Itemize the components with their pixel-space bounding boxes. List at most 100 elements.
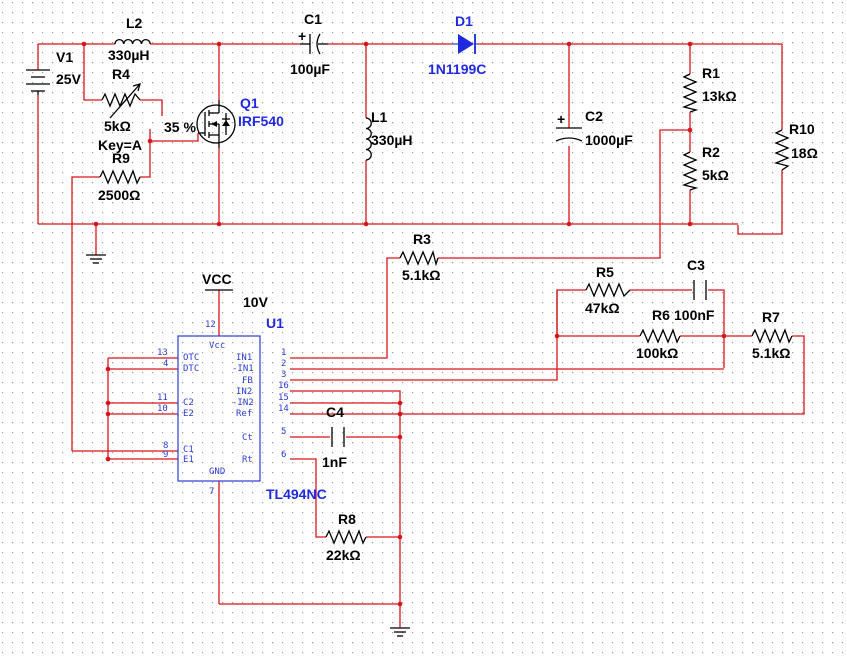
r4-ref: R4 — [112, 66, 130, 82]
vcc-value: 10V — [243, 294, 269, 310]
potentiometer-r4[interactable] — [101, 83, 141, 119]
r4-key: Key=A — [98, 137, 142, 153]
l1-value: 330µH — [371, 132, 413, 148]
c1-ref: C1 — [304, 11, 322, 27]
resistor-r8[interactable] — [325, 529, 367, 545]
resistor-r6[interactable] — [639, 328, 681, 344]
junction — [397, 411, 403, 417]
ic-right-pin-name: Rt — [242, 455, 253, 465]
ic-pin-7-name: GND — [209, 467, 225, 477]
r3-value: 5.1kΩ — [402, 267, 440, 283]
diode-d1[interactable] — [452, 34, 478, 54]
ic-left-pin-name: C1 — [183, 445, 194, 455]
resistor-r5[interactable] — [585, 282, 631, 298]
r6-value: 100kΩ — [636, 345, 678, 361]
resistor-r7[interactable] — [751, 328, 793, 344]
junction — [363, 41, 369, 47]
junction — [81, 41, 87, 47]
ic-right-pin-number: 16 — [278, 381, 289, 391]
junction — [105, 411, 111, 417]
junction — [105, 400, 111, 406]
v1-value: 25V — [56, 71, 82, 87]
c4-value: 1nF — [322, 454, 347, 470]
r9-ref: R9 — [112, 150, 130, 166]
r5-value: 47kΩ — [585, 300, 620, 316]
c1-value: 100µF — [290, 61, 330, 77]
junction — [147, 138, 153, 144]
inductor-l1[interactable] — [365, 117, 372, 161]
wire-r4-right — [140, 99, 163, 116]
capacitor-c1[interactable] — [300, 33, 328, 55]
ic-pin-12-name: Vcc — [209, 341, 225, 351]
junction — [93, 221, 99, 227]
r3-ref: R3 — [413, 231, 431, 247]
c3-value: 100nF — [674, 307, 715, 323]
r4-value: 5kΩ — [104, 118, 131, 134]
ic-left-pin-number: 4 — [163, 359, 168, 369]
ic-left-pin-number: 13 — [157, 348, 168, 358]
u1-ref: U1 — [266, 315, 284, 331]
junction — [721, 333, 727, 339]
ic-left-pin-name: DTC — [183, 364, 199, 374]
q1-ref: Q1 — [240, 95, 259, 111]
ic-left-pin-name: C2 — [183, 398, 194, 408]
ic-right-pin-number: 3 — [281, 370, 286, 380]
r9-value: 2500Ω — [98, 187, 140, 203]
wire-c3-right — [708, 289, 725, 368]
wire-r4-wiper — [149, 129, 199, 142]
junction — [105, 366, 111, 372]
mosfet-q1[interactable] — [196, 100, 236, 148]
junction — [687, 221, 693, 227]
ic-right-pin-number: 6 — [281, 450, 286, 460]
ic-left-pin-number: 8 — [163, 441, 168, 451]
r5-ref: R5 — [596, 264, 614, 280]
resistor-r10[interactable] — [773, 129, 790, 171]
l2-value: 330µH — [108, 47, 150, 63]
ic-left-pin-number: 11 — [157, 393, 168, 403]
ic-left-pin-name: E1 — [183, 455, 194, 465]
junction — [566, 41, 572, 47]
ic-right-pin-number: 14 — [278, 404, 289, 414]
c2-value: 1000µF — [585, 132, 633, 148]
capacitor-c4[interactable] — [331, 427, 345, 447]
wire-fb-divider — [438, 129, 690, 259]
battery-v1[interactable] — [26, 69, 50, 95]
r2-value: 5kΩ — [702, 167, 729, 183]
r1-value: 13kΩ — [702, 88, 737, 104]
wire-r4-left — [83, 44, 102, 101]
ic-pin-12-number: 12 — [205, 320, 216, 330]
resistor-r9[interactable] — [99, 169, 141, 185]
ic-tl494[interactable]: 12 Vcc GND 7 13 OTC 4 DTC 11 C2 10 E2 8 … — [157, 320, 289, 497]
ic-right-pin-number: 2 — [281, 359, 286, 369]
junction — [687, 41, 693, 47]
junction — [397, 534, 403, 540]
capacitor-c3[interactable] — [693, 280, 707, 300]
d1-ref: D1 — [455, 13, 473, 29]
r1-ref: R1 — [702, 65, 720, 81]
junction — [105, 456, 111, 462]
capacitor-c2[interactable] — [555, 127, 583, 142]
junction — [397, 434, 403, 440]
r2-ref: R2 — [702, 144, 720, 160]
r4-percent: 35 % — [164, 119, 196, 135]
ic-left-pin-name: OTC — [183, 353, 199, 363]
ic-pin-7-number: 7 — [209, 487, 214, 497]
c3-ref: C3 — [687, 257, 705, 273]
resistor-r1[interactable] — [681, 73, 699, 113]
c4-ref: C4 — [326, 404, 344, 420]
inductor-l2[interactable] — [114, 38, 151, 45]
wire-r9-left — [71, 176, 100, 451]
resistor-r2[interactable] — [681, 151, 699, 191]
c2-polarity: + — [557, 111, 565, 127]
ground-symbol-top — [86, 254, 106, 264]
u1-value: TL494NC — [266, 486, 327, 502]
v1-ref: V1 — [56, 49, 73, 65]
r6-ref: R6 — [652, 307, 670, 323]
junction — [566, 221, 572, 227]
ic-left-pin-number: 10 — [157, 404, 168, 414]
resistor-r3[interactable] — [399, 249, 439, 267]
r7-ref: R7 — [762, 309, 780, 325]
junction — [397, 400, 403, 406]
wire-right-r10-low — [737, 170, 783, 235]
